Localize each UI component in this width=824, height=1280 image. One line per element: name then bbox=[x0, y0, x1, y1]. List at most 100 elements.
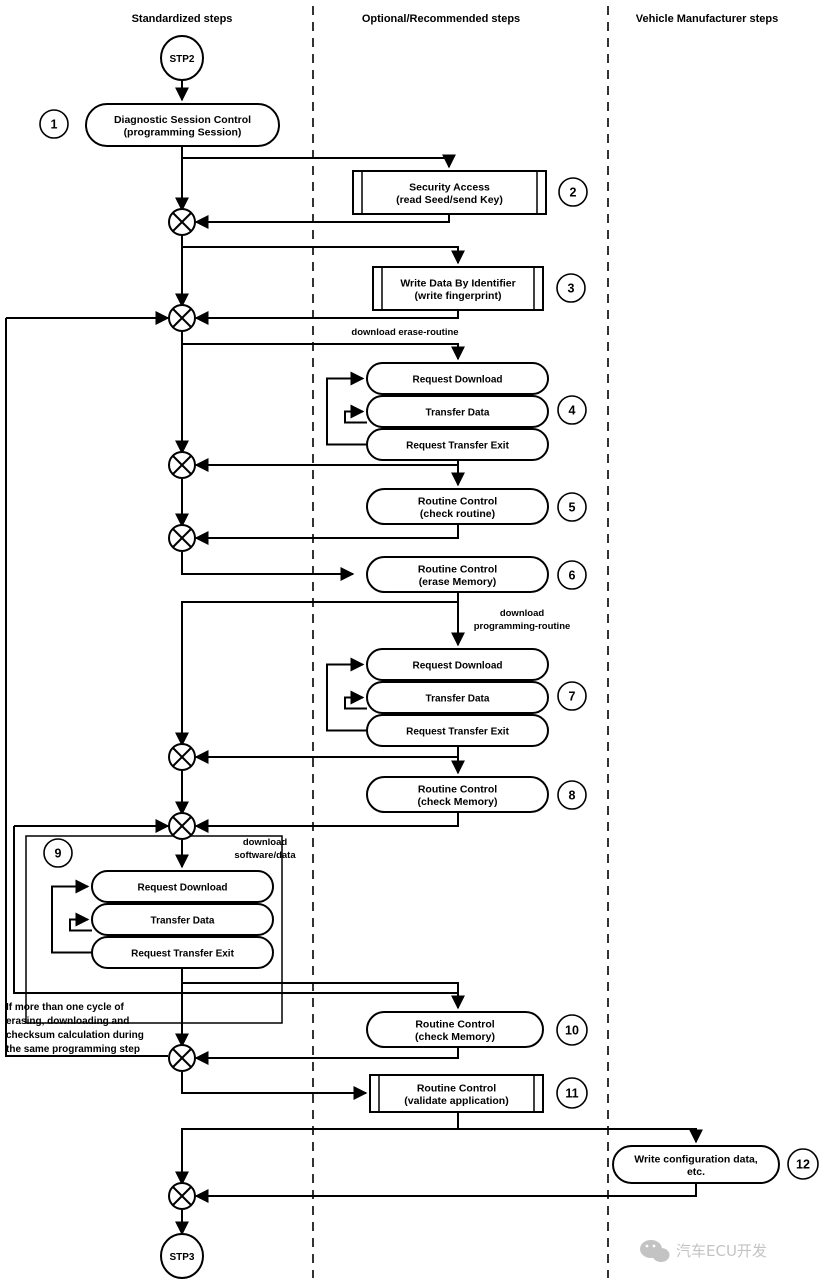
lane-dividers bbox=[312, 6, 609, 1278]
junction-j1 bbox=[168, 208, 196, 236]
junction-x2-j3 bbox=[171, 454, 193, 476]
step-5[interactable]: Routine Control(check routine) 5 bbox=[366, 488, 587, 525]
step-12-shape[interactable] bbox=[612, 1145, 780, 1184]
step-badge-label-5: 5 bbox=[569, 501, 576, 515]
step-11-shape[interactable] bbox=[369, 1074, 544, 1113]
junction-j8 bbox=[168, 1182, 196, 1210]
step-5-label-1: (check routine) bbox=[420, 508, 495, 520]
step-4-loop-inner bbox=[344, 404, 367, 424]
step-badge-label-4: 4 bbox=[569, 404, 576, 418]
step-9-item-0[interactable] bbox=[91, 870, 274, 903]
junction-x2-j6 bbox=[171, 815, 193, 837]
lane-headers: Standardized steps Optional/Recommended … bbox=[132, 13, 779, 25]
step-badge-3 bbox=[556, 273, 586, 303]
step-badge-10 bbox=[556, 1014, 588, 1046]
junction-x2-j8 bbox=[171, 1185, 193, 1207]
step-badge-label-12: 12 bbox=[796, 1158, 810, 1172]
step-badge-label-8: 8 bbox=[569, 789, 576, 803]
edge-label-erase-routine: download erase-routine bbox=[351, 327, 458, 338]
edge-label-software-data-line-1: software/data bbox=[234, 850, 296, 861]
edge-label-programming-routine-line-0: download bbox=[500, 608, 545, 619]
step-badge-12 bbox=[787, 1148, 819, 1180]
step-6[interactable]: Routine Control(erase Memory)6 bbox=[366, 556, 587, 593]
step-badge-label-2: 2 bbox=[570, 186, 577, 200]
rail-9-to-j6 bbox=[13, 826, 458, 994]
step-badge-9 bbox=[43, 838, 73, 868]
edge-11-to-j8 bbox=[175, 1112, 459, 1186]
junction-x2-j2 bbox=[171, 307, 193, 329]
end-label: STP3 bbox=[169, 1252, 194, 1263]
step-9-item-label-1: Transfer Data bbox=[151, 916, 215, 927]
start-label: STP2 bbox=[169, 54, 194, 65]
step-badge-label-7: 7 bbox=[569, 690, 576, 704]
step-3[interactable]: Write Data By Identifier(write fingerpri… bbox=[372, 266, 586, 311]
step-5-shape[interactable] bbox=[366, 488, 549, 525]
step-10[interactable]: Routine Control(check Memory)10 bbox=[366, 1011, 588, 1048]
step-4-item-label-1: Transfer Data bbox=[426, 408, 490, 419]
edge-j1-to-3 bbox=[182, 246, 465, 265]
junction-j3 bbox=[168, 451, 196, 479]
step-10-shape[interactable] bbox=[366, 1011, 544, 1048]
step-9-item-label-2: Request Transfer Exit bbox=[131, 949, 234, 960]
watermark-text: 汽车ECU开发 bbox=[676, 1242, 767, 1260]
loop-note-line-0: If more than one cycle of bbox=[6, 1002, 124, 1013]
step-badge-8 bbox=[557, 780, 587, 810]
step-2-label-1: (read Seed/send Key) bbox=[396, 194, 503, 206]
step-12-label-0: Write configuration data, bbox=[634, 1153, 758, 1165]
edge-11-to-12 bbox=[458, 1128, 703, 1144]
step-badge-label-11: 11 bbox=[565, 1087, 578, 1101]
edge-10-to-j7 bbox=[194, 1047, 459, 1065]
step-10-label-1: (check Memory) bbox=[415, 1031, 495, 1043]
step-6-shape[interactable] bbox=[366, 556, 549, 593]
start-ellipse bbox=[160, 35, 204, 81]
step-5-label-0: Routine Control bbox=[418, 495, 497, 507]
step-9-item-1[interactable] bbox=[91, 903, 274, 936]
step-8[interactable]: Routine Control(check Memory)8 bbox=[366, 776, 587, 813]
step-12-label-1: etc. bbox=[687, 1166, 705, 1178]
watermark: 汽车ECU开发 bbox=[640, 1240, 767, 1262]
edge-1-to-2 bbox=[182, 154, 456, 169]
step-7-loop-outer bbox=[326, 657, 367, 732]
edge-label-programming-routine-line-1: programming-routine bbox=[474, 621, 571, 632]
junction-x2-j7 bbox=[171, 1047, 193, 1069]
lane-title-standardized: Standardized steps bbox=[132, 13, 233, 25]
edge-j7-to-11 bbox=[181, 1072, 368, 1100]
step-4-item-1[interactable] bbox=[366, 395, 549, 428]
flow-nodes: Diagnostic Session Control(programming S… bbox=[25, 103, 819, 1184]
edge-label-programming-routine: download programming-routine bbox=[474, 608, 571, 632]
step-7-item-label-2: Request Transfer Exit bbox=[406, 727, 509, 738]
step-1-shape[interactable] bbox=[85, 103, 280, 147]
step-7-item-1[interactable] bbox=[366, 681, 549, 714]
terminator-start: STP2 bbox=[160, 35, 204, 81]
edge-labels: download erase-routine download programmin… bbox=[234, 327, 570, 861]
junction-j5 bbox=[168, 743, 196, 771]
step-7-item-label-0: Request Download bbox=[412, 661, 502, 672]
edge-5-to-j4 bbox=[194, 524, 459, 545]
step-badge-label-9: 9 bbox=[55, 847, 62, 861]
step-1-label-1: (programming Session) bbox=[124, 126, 242, 138]
step-8-shape[interactable] bbox=[366, 776, 549, 813]
step-11[interactable]: Routine Control(validate application)11 bbox=[369, 1074, 588, 1113]
step-badge-11 bbox=[556, 1077, 588, 1109]
edge-3-to-j2 bbox=[194, 310, 459, 325]
step-4-item-0[interactable] bbox=[366, 362, 549, 395]
step-7-item-0[interactable] bbox=[366, 648, 549, 681]
step-9-loop-outer bbox=[51, 879, 92, 954]
step-4-item-label-2: Request Transfer Exit bbox=[406, 441, 509, 452]
edge-9-to-10 bbox=[182, 982, 465, 1010]
step-12[interactable]: Write configuration data,etc. 12 bbox=[612, 1145, 819, 1184]
step-9-group-box bbox=[25, 835, 283, 1024]
edge-8-to-j6 bbox=[194, 812, 459, 833]
edge-j2-to-4 bbox=[182, 343, 465, 361]
wechat-icon bbox=[640, 1240, 670, 1262]
step-2-shape[interactable] bbox=[352, 170, 547, 215]
junction-x2-j5 bbox=[171, 746, 193, 768]
step-3-shape[interactable] bbox=[372, 266, 544, 311]
step-2[interactable]: Security Access(read Seed/send Key)2 bbox=[352, 170, 588, 215]
step-1[interactable]: Diagnostic Session Control(programming S… bbox=[39, 103, 280, 147]
